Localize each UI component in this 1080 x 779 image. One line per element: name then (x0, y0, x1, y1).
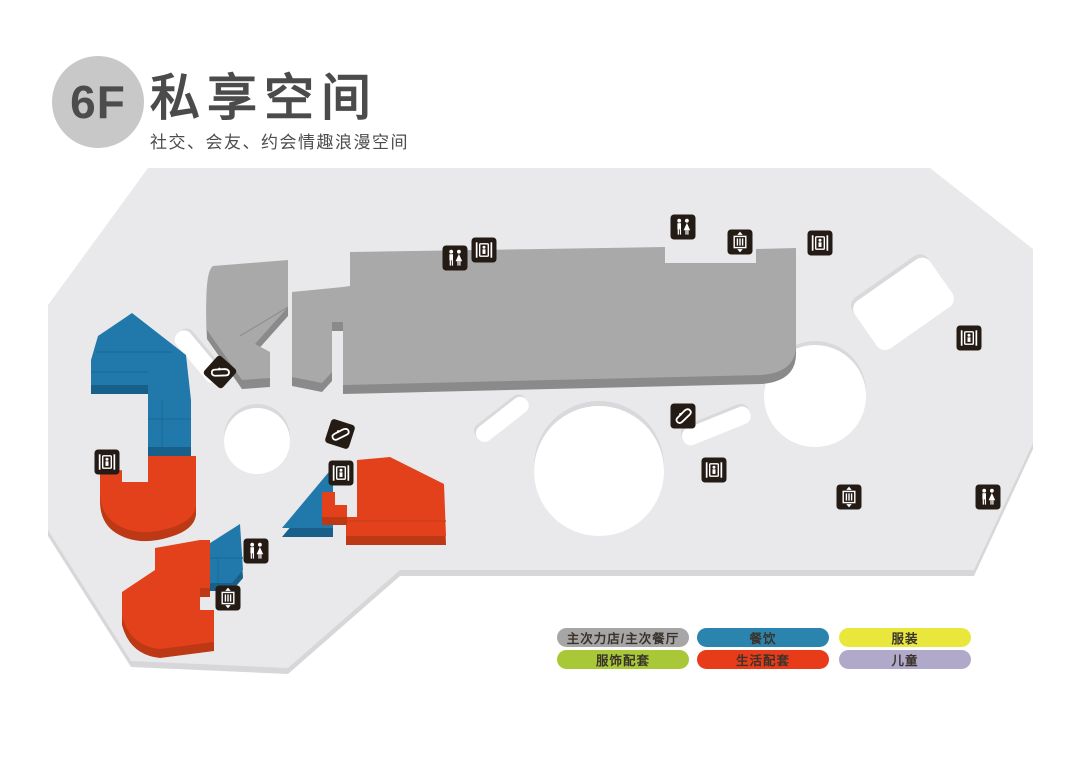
zone-life-south (122, 540, 214, 658)
legend-item-life-services: 生活配套 (697, 650, 829, 669)
elevator-updown-icon (727, 229, 753, 255)
legend-item-children: 儿童 (839, 650, 971, 669)
legend-item-apparel: 服装 (839, 628, 971, 647)
legend-label: 主次力店/主次餐厅 (566, 632, 680, 646)
legend-label: 生活配套 (735, 654, 790, 668)
legend: 主次力店/主次餐厅 餐饮 服装 服饰配套 生活配套 儿童 (557, 628, 979, 672)
legend-item-anchor: 主次力店/主次餐厅 (557, 628, 689, 647)
page-title: 私享空间 (150, 70, 378, 126)
zone-dining-south (207, 524, 243, 591)
elevator-icon (701, 457, 727, 483)
floor-number: 6F (70, 76, 126, 128)
legend-label: 服装 (891, 632, 919, 646)
escalator-icon (670, 403, 696, 429)
elevator-icon (807, 230, 833, 256)
floor-badge: 6F (52, 56, 144, 148)
zone-dining-west (91, 313, 191, 456)
elevator-icon (94, 449, 120, 475)
restroom-icon (442, 245, 468, 271)
elevator-icon (471, 237, 497, 263)
restroom-icon (243, 538, 269, 564)
elevator-updown-icon (215, 585, 241, 611)
legend-label: 餐饮 (749, 632, 777, 646)
anchor-block-main (343, 247, 796, 394)
anchor-block-northwest (206, 260, 289, 389)
legend-label: 服饰配套 (595, 654, 650, 668)
atrium-west (224, 404, 290, 474)
corridor-center-east (680, 403, 751, 446)
corridor-center-west (474, 394, 529, 442)
zone-dining-center (282, 467, 333, 537)
restroom-icon (975, 484, 1001, 510)
anchor-block-west-wing (292, 287, 343, 392)
zone-life-west (100, 456, 196, 542)
atrium-center (534, 401, 664, 536)
elevator-icon (328, 460, 354, 486)
void-northeast (850, 254, 954, 351)
restroom-icon (670, 214, 696, 240)
zone-life-center (322, 457, 446, 545)
legend-label: 儿童 (891, 654, 919, 668)
elevator-icon (956, 325, 982, 351)
legend-item-accessories: 服饰配套 (557, 650, 689, 669)
page-subtitle: 社交、会友、约会情趣浪漫空间 (150, 133, 409, 152)
elevator-updown-icon (836, 484, 862, 510)
legend-item-dining: 餐饮 (697, 628, 829, 647)
